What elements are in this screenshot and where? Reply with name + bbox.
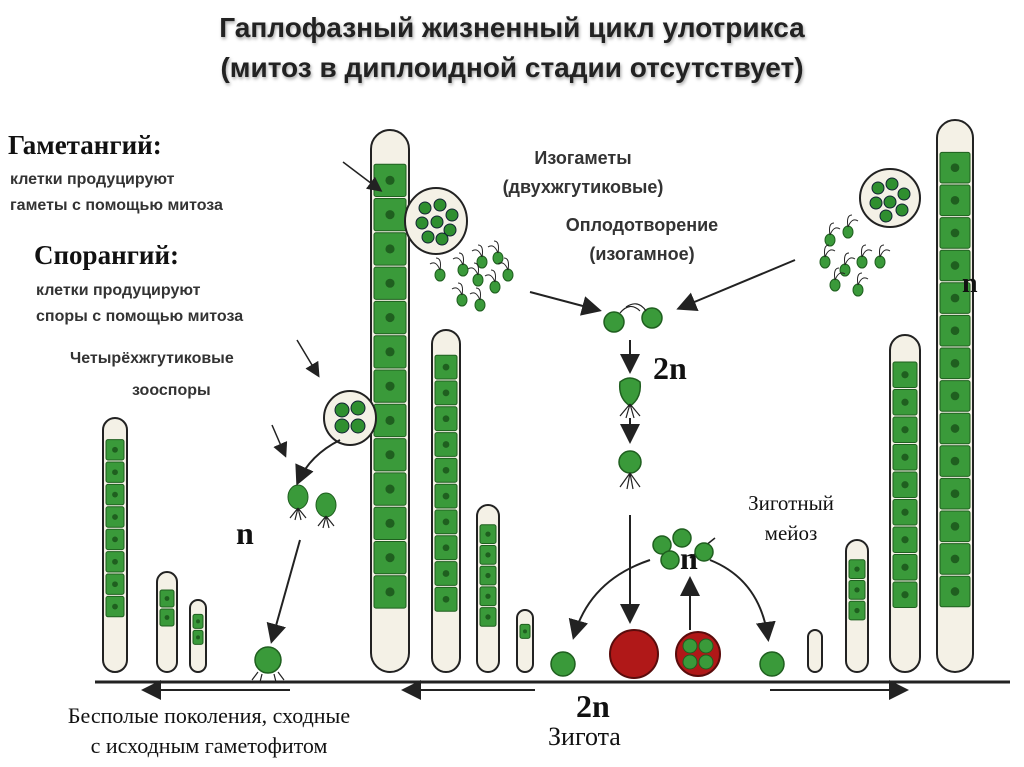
isogamete [829, 267, 846, 292]
gametangium-desc-1: клетки продуцируют [10, 171, 175, 188]
filament-mid-1 [431, 329, 461, 673]
asexual-line-2: с исходным гаметофитом [90, 733, 328, 758]
asexual-line-1: Бесполые поколения, сходные [67, 703, 351, 728]
isogamete [819, 244, 836, 269]
zygote-cell [609, 629, 659, 679]
filament-far-left [102, 417, 128, 673]
settled-spore-right [759, 651, 785, 677]
isogamete [856, 244, 873, 269]
isogamete [429, 257, 446, 282]
isogametes-line-1: Изогаметы [534, 148, 632, 168]
fertilization-line-1: Оплодотворение [565, 215, 719, 235]
isogamete [824, 222, 841, 247]
filament-right-small-2 [845, 539, 869, 673]
isogamete [471, 244, 488, 269]
filament-main-left [370, 129, 410, 673]
sporangium-desc-2: споры с помощью митоза [36, 308, 244, 325]
zygote-label: Зигота [548, 722, 621, 751]
isogamete [497, 257, 514, 282]
gametangium-heading: Гаметангий: [8, 130, 162, 160]
arrow-zoospore-release [295, 439, 341, 486]
arrow-zoospore-settle [266, 539, 301, 644]
isogamete [487, 240, 504, 265]
settled-zoospore [251, 646, 285, 683]
fertilization-label: Оплодотворение (изогамное) [532, 211, 752, 269]
arrow-gametes-left [529, 291, 602, 316]
isogametes-line-2: (двухжгутиковые) [502, 177, 664, 197]
isogamete [842, 214, 859, 239]
zoospores-label-1: Четырёхжгутиковые [70, 350, 234, 367]
gametangium-desc-2: гаметы с помощью митоза [10, 197, 223, 214]
isogamete [451, 282, 468, 307]
gametangium-left [404, 187, 468, 255]
pointer-zoospores [271, 424, 288, 458]
isogamete [452, 252, 469, 277]
filament-mid-2 [476, 504, 500, 673]
title-line-2: (митоз в диплоидной стадии отсутствует) [220, 52, 804, 83]
ploidy-diploid-zygote: 2n [576, 688, 610, 724]
isogamete [852, 272, 869, 297]
isogamete [484, 269, 501, 294]
gamete-fusion [603, 303, 663, 333]
filament-mid-3 [516, 609, 534, 673]
isogamete [467, 262, 484, 287]
pointer-gametangium [342, 161, 383, 192]
ploidy-diploid-top: 2n [653, 350, 687, 386]
filament-right-mid [889, 334, 921, 673]
title-line-1: Гаплофазный жизненный цикл улотрикса [219, 12, 805, 43]
filament-right-small-1 [807, 629, 823, 673]
meiospores [652, 528, 714, 570]
zoospore [287, 484, 309, 521]
meiosis-line-2: мейоз [764, 521, 818, 545]
meiosis-label: Зиготный мейоз [728, 488, 854, 548]
filament-left-small-1 [156, 571, 178, 673]
zoospores-label-2: зооспоры [132, 382, 211, 399]
sporangium-desc-1: клетки продуцируют [36, 282, 201, 299]
planozygote-1 [618, 377, 642, 419]
arrow-spore-left [568, 559, 651, 640]
fertilization-line-2: (изогамное) [589, 244, 695, 264]
ploidy-haploid-right: n [962, 268, 978, 299]
sporangium-left [323, 390, 377, 446]
gametangium-right [859, 168, 921, 228]
ploidy-haploid-left: n [236, 515, 254, 551]
isogametes-label: Изогаметы (двухжгутиковые) [478, 144, 688, 202]
meiosis-line-1: Зиготный [748, 491, 834, 515]
arrow-spore-right [709, 559, 776, 642]
filaments [102, 119, 974, 673]
ploidy-haploid-meiosis: n [680, 540, 698, 576]
asexual-generations-label: Бесполые поколения, сходные с исходным г… [10, 701, 408, 761]
zoospore [315, 492, 337, 529]
planozygote-2 [618, 450, 642, 490]
filament-left-small-2 [189, 599, 207, 673]
pointer-sporangium [296, 339, 320, 378]
meiosis-cell [675, 631, 721, 677]
isogamete [469, 287, 486, 312]
motile-cells [287, 214, 891, 529]
filament-main-right [936, 119, 974, 673]
arrow-gametes-right [676, 259, 796, 312]
sporangium-heading: Спорангий: [34, 240, 179, 270]
settled-spore-left [550, 651, 576, 677]
isogamete [874, 244, 891, 269]
